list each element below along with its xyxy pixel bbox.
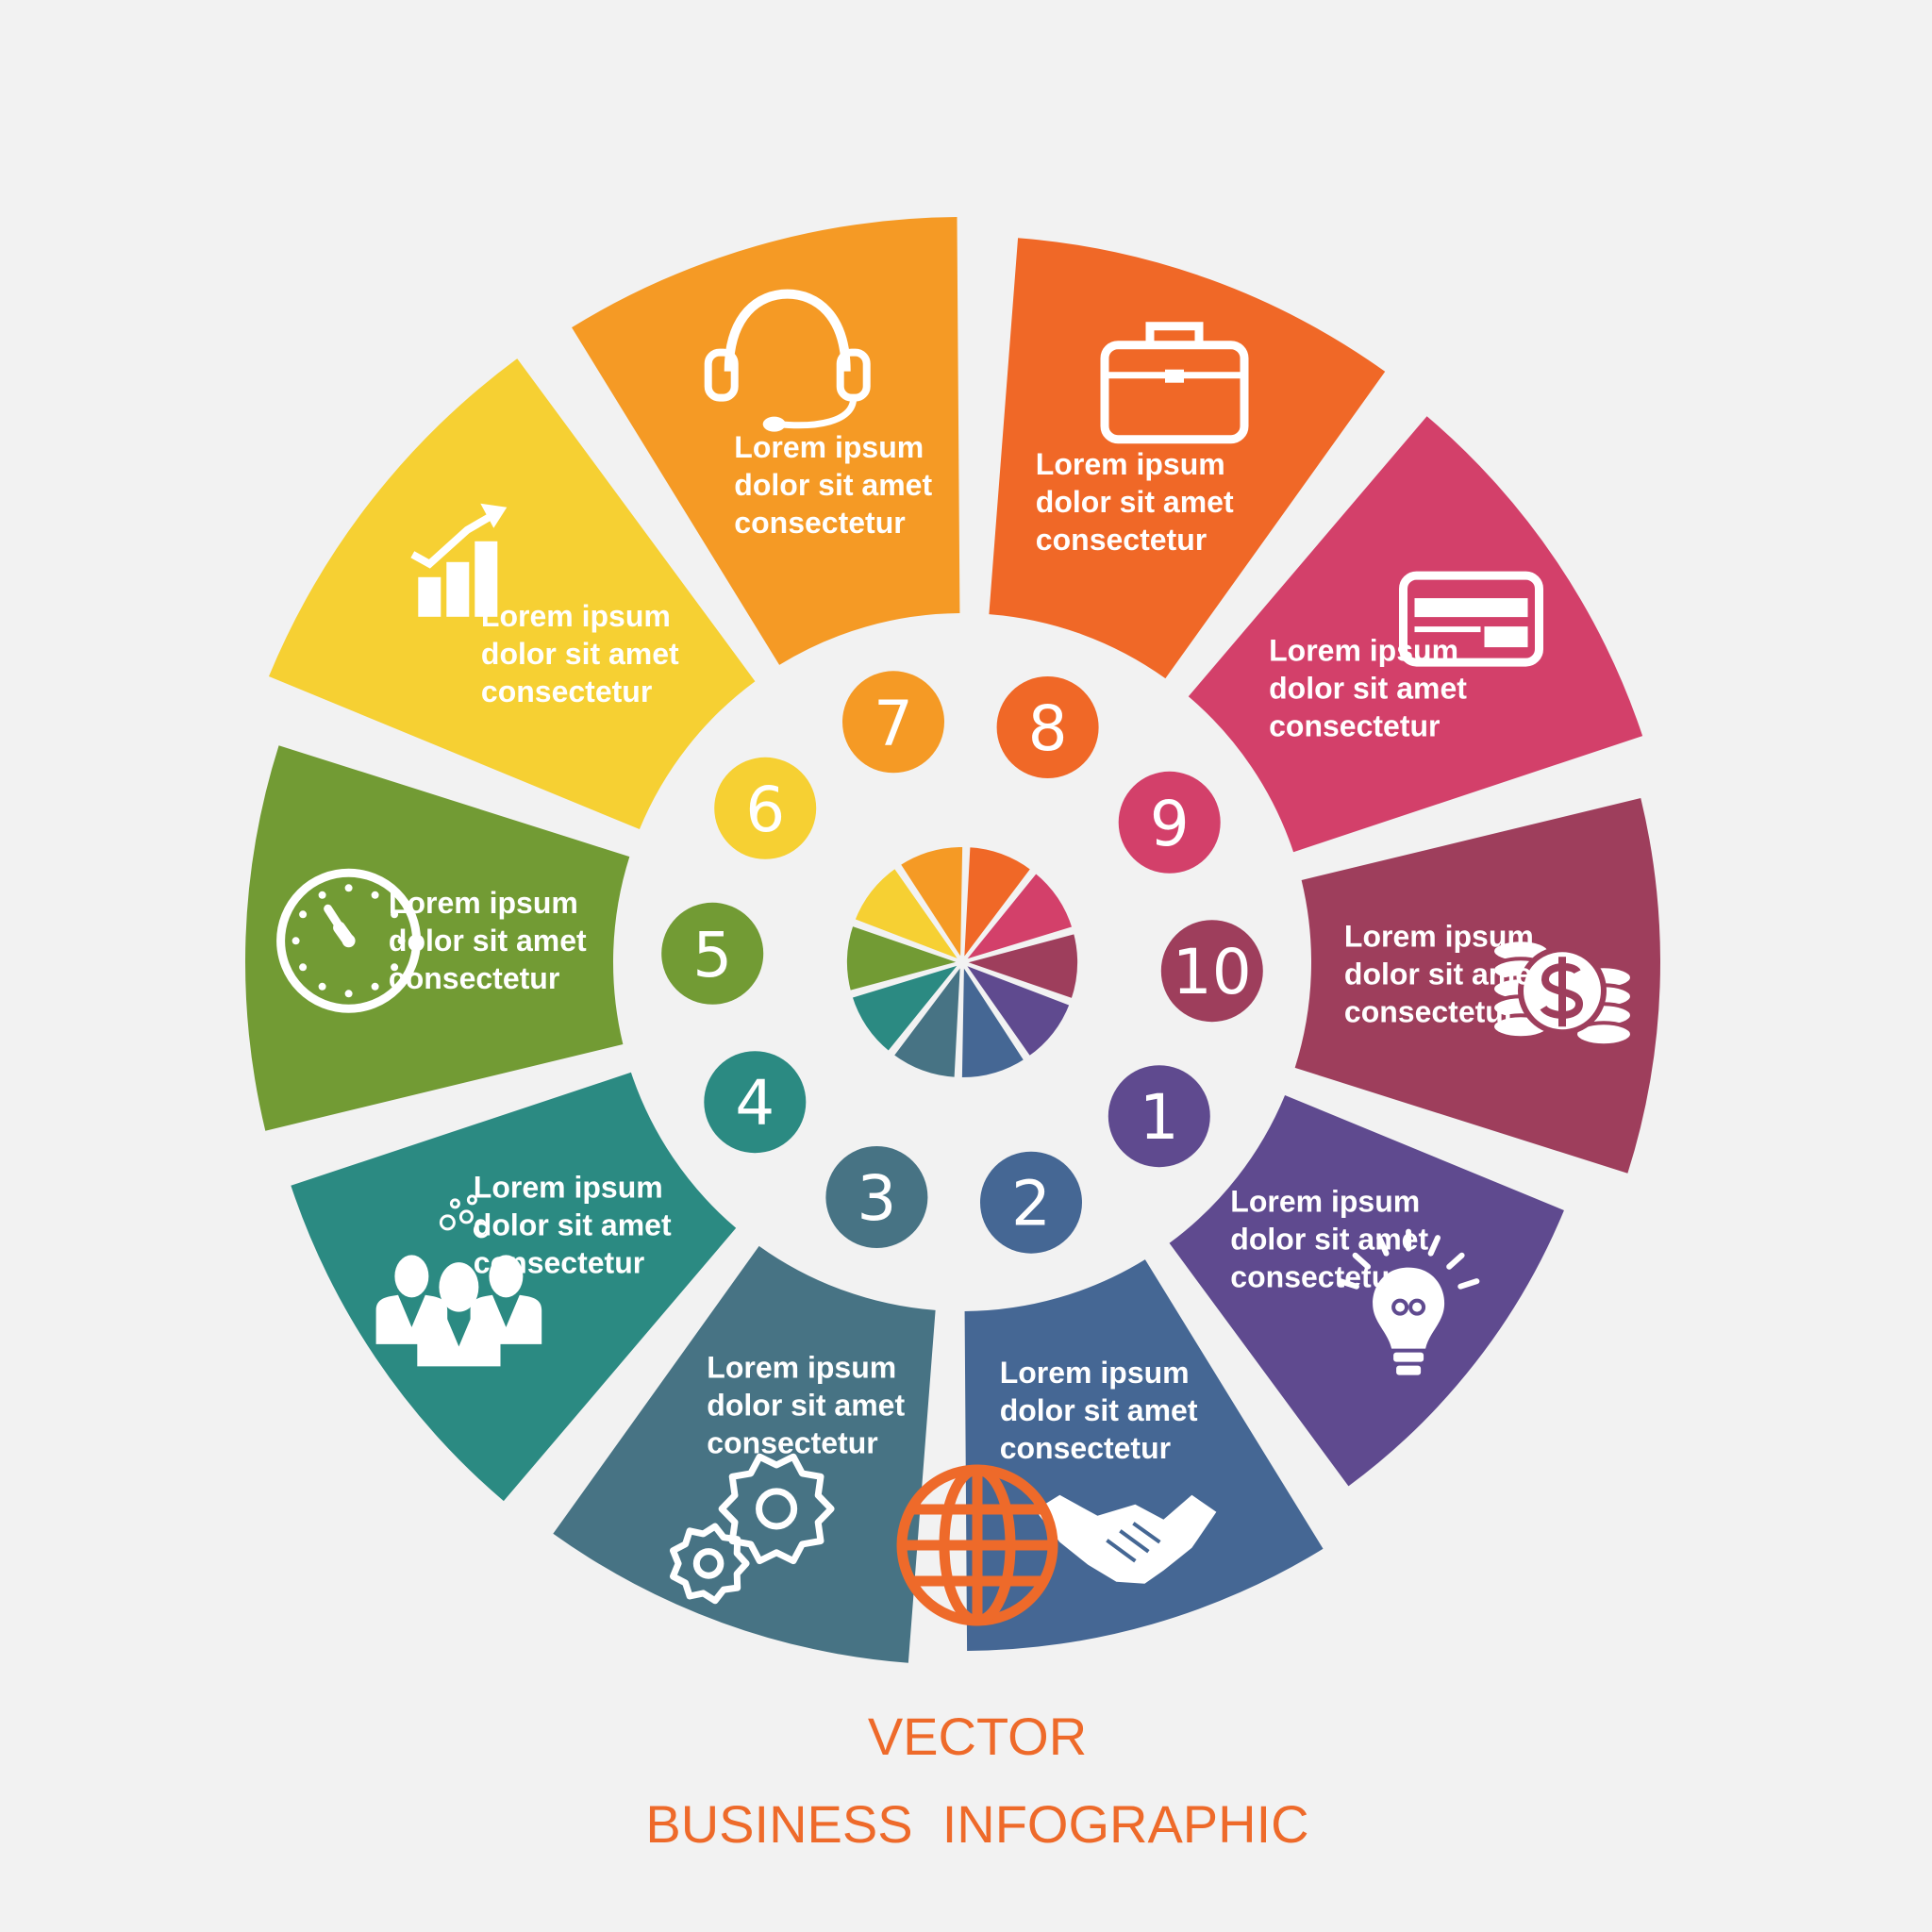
segment-10 [1294, 797, 1660, 1174]
number-label-1: 1 [1140, 1081, 1179, 1154]
segment-7-label-line-1: Lorem ipsum [734, 430, 924, 464]
number-badge-6 [714, 757, 817, 859]
number-badge-4 [704, 1051, 807, 1154]
number-badge-5 [661, 902, 764, 1005]
segment-2-label-line-3: consectetur [1000, 1431, 1171, 1465]
gears-icon [669, 1453, 835, 1605]
segment-1-label-line-1: Lorem ipsum [1230, 1185, 1420, 1219]
segment-1 [1169, 1094, 1564, 1487]
clock-icon [276, 868, 422, 1013]
pie-slice-10 [956, 929, 1081, 1003]
pie-slice-7 [895, 843, 967, 969]
pie-slice-4 [847, 958, 968, 1057]
segment-4-label-line-2: dolor sit amet [474, 1208, 672, 1241]
segment-3-label-line-3: consectetur [707, 1426, 877, 1460]
number-label-7: 7 [874, 687, 913, 759]
segment-6-label-line-2: dolor sit amet [481, 637, 679, 671]
segment-10-label-line-1: Lorem ipsum [1344, 920, 1534, 954]
segment-7-label-line-2: dolor sit amet [734, 468, 932, 502]
segment-8-label-line-1: Lorem ipsum [1036, 447, 1225, 481]
segment-5-label-line-3: consectetur [389, 961, 559, 995]
number-badge-2 [980, 1151, 1082, 1254]
number-badge-10 [1160, 920, 1263, 1023]
number-label-5: 5 [692, 919, 732, 991]
segment-1-label-line-2: dolor sit amet [1230, 1223, 1428, 1257]
handshake-icon [1035, 1494, 1217, 1584]
coins-dollar-icon [1491, 938, 1634, 1048]
segment-5 [244, 745, 630, 1131]
number-badge-1 [1108, 1065, 1210, 1168]
number-label-3: 3 [857, 1162, 896, 1235]
segment-2-label-line-2: dolor sit amet [1000, 1393, 1198, 1427]
segment-10-label-line-2: dolor sit amet [1344, 958, 1542, 991]
segment-9-label-line-2: dolor sit amet [1269, 672, 1467, 706]
number-label-8: 8 [1028, 692, 1068, 765]
number-badge-8 [996, 676, 1099, 778]
segment-6-label-line-3: consectetur [481, 675, 652, 708]
segment-10-label-line-3: consectetur [1344, 995, 1515, 1029]
pie-slice-3 [889, 956, 965, 1081]
pie-slice-8 [959, 843, 1036, 969]
segment-3 [553, 1245, 936, 1663]
briefcase-icon [1100, 322, 1249, 444]
number-label-10: 10 [1173, 936, 1252, 1008]
number-label-2: 2 [1011, 1168, 1051, 1241]
segment-8-label-line-3: consectetur [1036, 523, 1207, 557]
segment-3-label-line-1: Lorem ipsum [707, 1351, 896, 1385]
number-badge-7 [842, 671, 944, 774]
number-label-9: 9 [1150, 788, 1190, 860]
pie-slice-6 [850, 863, 968, 967]
segment-1-label-line-3: consectetur [1230, 1260, 1401, 1294]
segment-4-label-line-3: consectetur [474, 1245, 644, 1279]
pie-slice-2 [958, 956, 1029, 1081]
segment-8 [989, 238, 1386, 679]
segment-4-label-line-1: Lorem ipsum [474, 1170, 663, 1204]
pie-slice-5 [843, 922, 969, 995]
lightbulb-icon [1337, 1228, 1480, 1375]
number-label-6: 6 [745, 774, 785, 846]
title-line-2: BUSINESS INFOGRAPHIC [645, 1794, 1308, 1854]
segment-9-label-line-1: Lorem ipsum [1269, 634, 1458, 668]
segment-5-label-line-1: Lorem ipsum [389, 886, 578, 920]
segment-8-label-line-2: dolor sit amet [1036, 485, 1234, 519]
team-icon [375, 1194, 542, 1367]
segment-9-label-line-3: consectetur [1269, 709, 1440, 743]
segment-7 [572, 217, 960, 665]
segment-3-label-line-2: dolor sit amet [707, 1389, 905, 1423]
pie-slice-1 [957, 958, 1074, 1061]
segment-icons [276, 289, 1634, 1605]
number-badges: 1 2 3 4 5 6 7 8 9 10 [661, 671, 1263, 1254]
title-line-1: VECTOR [868, 1707, 1087, 1766]
segments-ring [244, 217, 1660, 1663]
segment-9 [1188, 416, 1643, 853]
globe-icon [896, 1464, 1058, 1626]
growth-chart-icon [410, 503, 508, 617]
segment-6-label-line-1: Lorem ipsum [481, 599, 671, 633]
segment-7-label-line-3: consectetur [734, 506, 905, 540]
mini-pie-chart [843, 843, 1081, 1081]
pie-slice-9 [957, 868, 1077, 966]
number-badge-3 [825, 1146, 928, 1248]
credit-card-icon [1399, 571, 1543, 667]
segment-2-label-line-1: Lorem ipsum [1000, 1356, 1190, 1390]
number-label-4: 4 [735, 1067, 774, 1140]
segment-5-label-line-2: dolor sit amet [389, 924, 587, 958]
number-badge-9 [1118, 771, 1221, 874]
segment-6 [268, 358, 756, 830]
headset-icon [704, 289, 871, 432]
